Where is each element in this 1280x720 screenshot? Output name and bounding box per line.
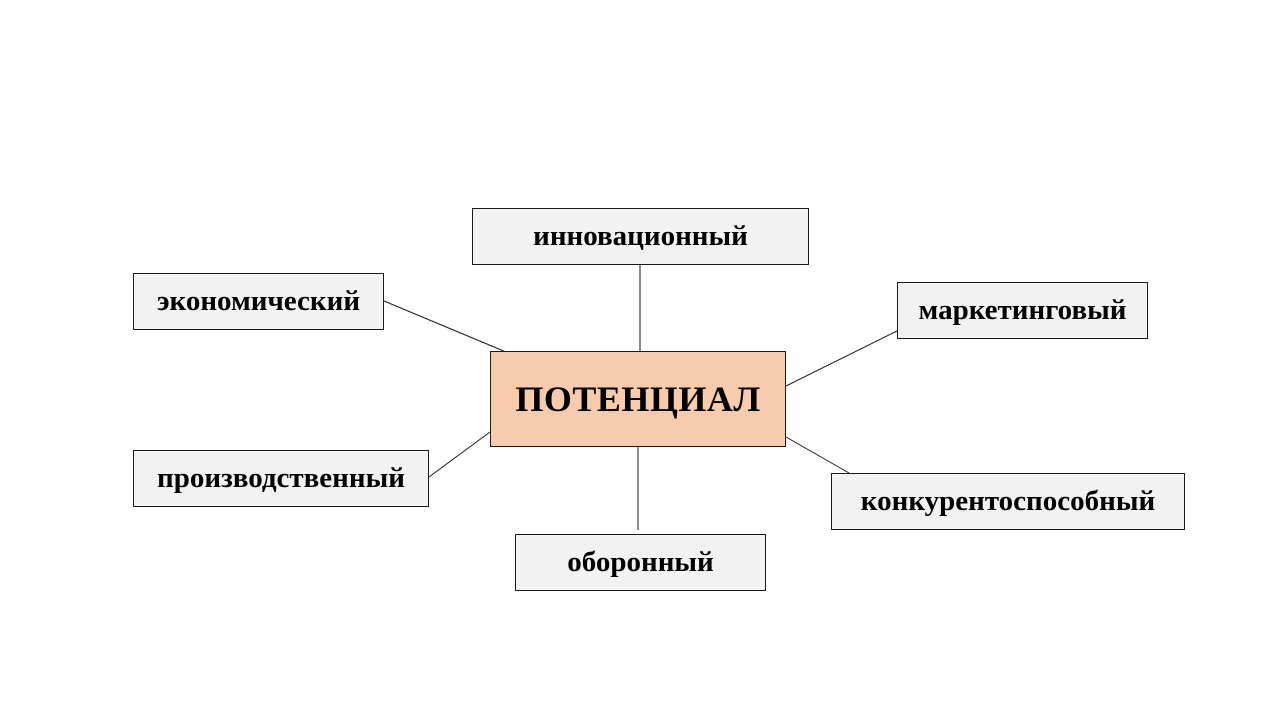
node-competitive-label: конкурентоспособный <box>860 485 1156 517</box>
connector-upper-right <box>785 330 898 387</box>
node-economic: экономический <box>133 273 384 330</box>
node-defense-label: оборонный <box>567 546 714 578</box>
node-center-label: ПОТЕНЦИАЛ <box>515 379 761 419</box>
node-innovative: инновационный <box>472 208 809 265</box>
node-economic-label: экономический <box>156 285 361 317</box>
node-defense: оборонный <box>515 534 766 591</box>
connector-lower-left <box>428 431 491 478</box>
node-innovative-label: инновационный <box>533 220 748 252</box>
node-production: производственный <box>133 450 429 507</box>
node-marketing: маркетинговый <box>897 282 1148 339</box>
node-center-potential: ПОТЕНЦИАЛ <box>490 351 786 447</box>
node-marketing-label: маркетинговый <box>918 294 1127 326</box>
node-production-label: производственный <box>157 462 405 494</box>
node-competitive: конкурентоспособный <box>831 473 1185 530</box>
connector-upper-left <box>383 300 507 353</box>
connector-lower-right <box>785 436 850 474</box>
